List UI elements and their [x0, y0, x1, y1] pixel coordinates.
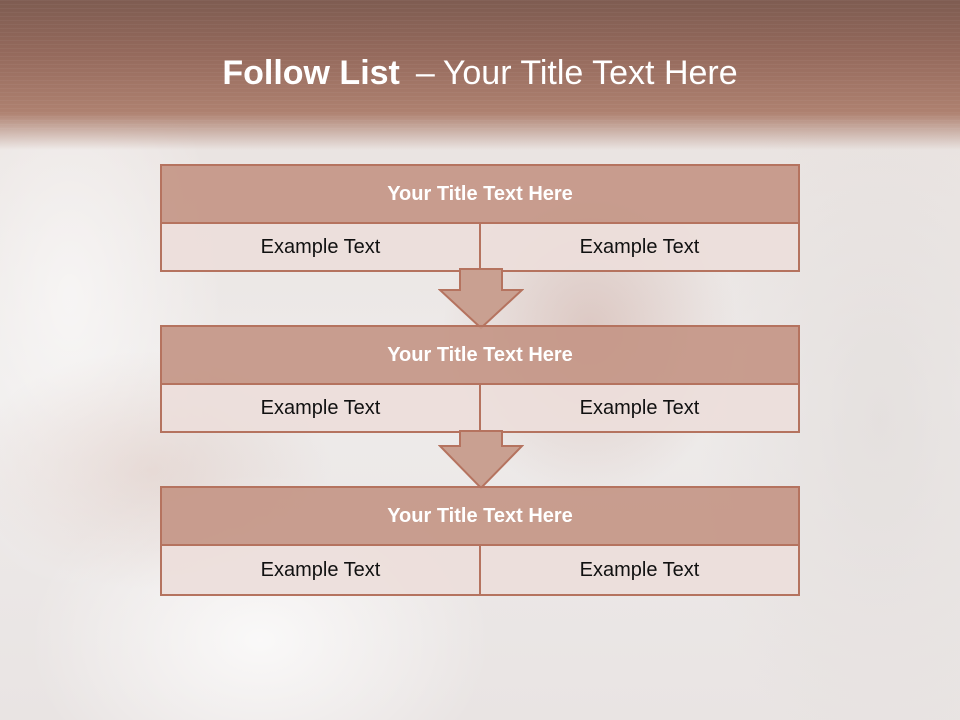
title-rest: Your Title Text Here: [442, 54, 738, 92]
block-row: Example Text Example Text: [162, 224, 798, 270]
block-cell-right: Example Text: [479, 385, 798, 431]
down-arrow-icon: [438, 430, 524, 490]
block-cell-left: Example Text: [260, 396, 381, 419]
list-block-3: Your Title Text Here Example Text Exampl…: [160, 486, 800, 596]
block-cell-right: Example Text: [479, 224, 798, 270]
title-bold: Follow List: [222, 54, 400, 92]
block-row: Example Text Example Text: [162, 546, 798, 594]
block-title: Your Title Text Here: [162, 488, 798, 546]
block-cell-right: Example Text: [479, 546, 798, 594]
block-cell-left: Example Text: [260, 558, 381, 581]
block-title: Your Title Text Here: [162, 327, 798, 385]
block-row: Example Text Example Text: [162, 385, 798, 431]
block-title: Your Title Text Here: [162, 166, 798, 224]
down-arrow-icon: [438, 268, 524, 330]
list-block-2: Your Title Text Here Example Text Exampl…: [160, 325, 800, 433]
header-band: [0, 0, 960, 150]
slide-title: Follow List–Your Title Text Here: [0, 54, 960, 93]
block-cell-left: Example Text: [260, 235, 381, 258]
title-dash: –: [415, 54, 435, 92]
list-block-1: Your Title Text Here Example Text Exampl…: [160, 164, 800, 272]
